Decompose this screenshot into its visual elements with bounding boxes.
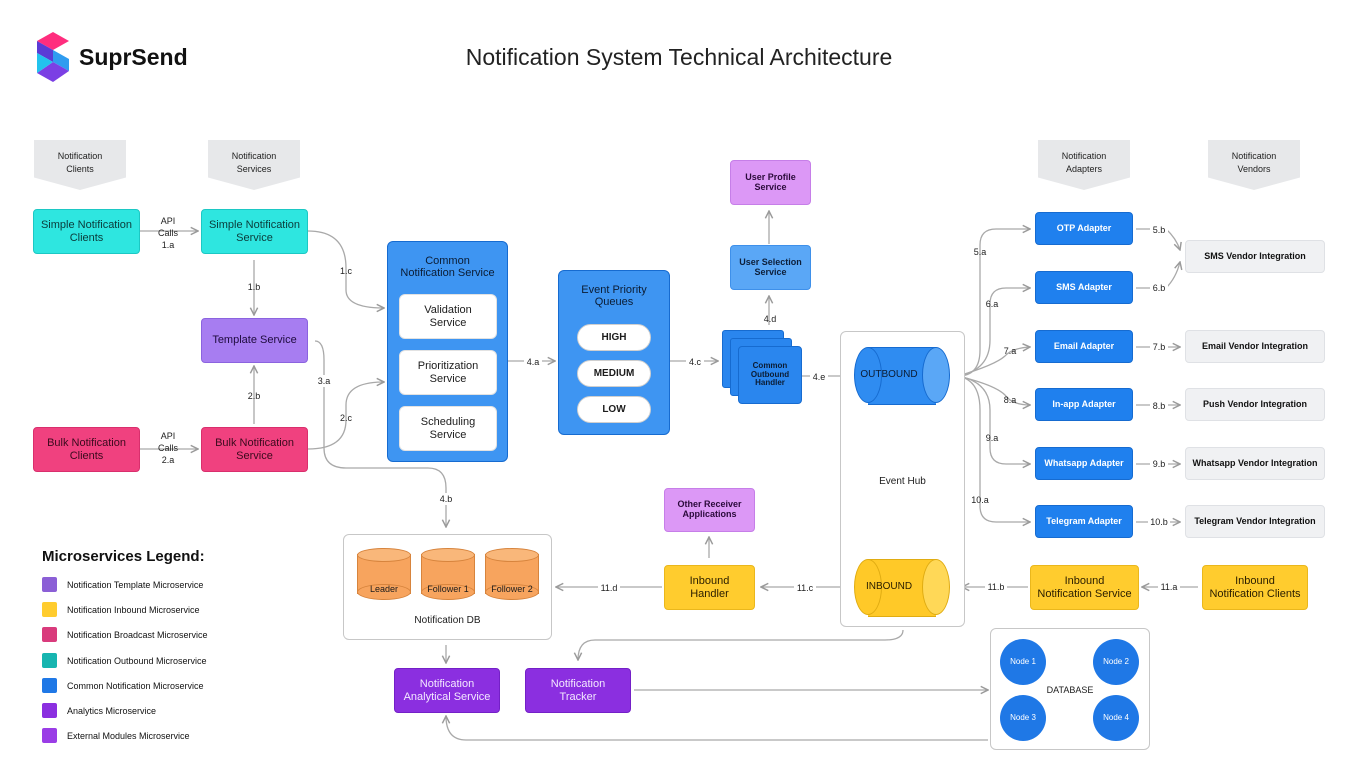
email-adapter: Email Adapter [1035, 330, 1133, 363]
queue-high: HIGH [577, 324, 651, 351]
email-vendor-integration: Email Vendor Integration [1185, 330, 1325, 363]
common-outbound-handler: Common Outbound Handler [738, 346, 802, 404]
queue-medium: MEDIUM [577, 360, 651, 387]
inbound-notification-service: Inbound Notification Service [1030, 565, 1139, 610]
outbound-label: OUTBOUND [860, 369, 918, 380]
db-leader: Leader [357, 548, 411, 600]
edge-label-11b: 11.b [985, 581, 1007, 594]
leader-label: Leader [369, 584, 399, 594]
db-node-3: Node 3 [1000, 695, 1046, 741]
inbound-queue: INBOUND [854, 559, 950, 617]
header-vendors: Notification Vendors [1208, 140, 1300, 190]
db-node-1: Node 1 [1000, 639, 1046, 685]
edge-label-9a: 9.a [985, 433, 999, 443]
legend-swatch [42, 677, 57, 693]
edge-label-4a: 4.a [524, 356, 542, 369]
user-selection-service: User Selection Service [730, 245, 811, 290]
bulk-notification-service: Bulk Notification Service [201, 427, 308, 472]
edge-label-4c: 4.c [686, 356, 704, 369]
edge-label-api-1a: API Calls 1.a [157, 216, 178, 251]
legend-item-label: External Modules Microservice [67, 731, 190, 742]
edge-label-4d: 4.d [763, 314, 777, 324]
simple-notification-clients: Simple Notification Clients [33, 209, 140, 254]
edge-label-8b: 8.b [1150, 400, 1168, 413]
bulk-notification-clients: Bulk Notification Clients [33, 427, 140, 472]
inapp-adapter: In-app Adapter [1035, 388, 1133, 421]
header-adapters: Notification Adapters [1038, 140, 1130, 190]
edge-label-api-2a: API Calls 2.a [157, 431, 178, 466]
legend-swatch [42, 627, 57, 643]
edge-label-9b: 9.b [1150, 458, 1168, 471]
notification-analytical-service: Notification Analytical Service [394, 668, 500, 713]
follower-2-label: Follower 2 [491, 584, 533, 594]
legend-title: Microservices Legend: [42, 548, 205, 565]
notification-tracker: Notification Tracker [525, 668, 631, 713]
common-service-title: Common Notification Service [400, 255, 495, 280]
edge-label-3a: 3.a [316, 375, 332, 388]
inbound-label: INBOUND [865, 581, 913, 592]
brand-name: SuprSend [79, 44, 188, 70]
queue-low: LOW [577, 396, 651, 423]
edge-label-7a: 7.a [1003, 346, 1017, 356]
whatsapp-vendor-integration: Whatsapp Vendor Integration [1185, 447, 1325, 480]
edge-label-4e: 4.e [810, 371, 828, 384]
inbound-notification-clients: Inbound Notification Clients [1202, 565, 1308, 610]
user-profile-service: User Profile Service [730, 160, 811, 205]
edge-label-4b: 4.b [437, 493, 455, 506]
follower-1-label: Follower 1 [427, 584, 469, 594]
scheduling-service: Scheduling Service [399, 406, 497, 451]
legend-item-label: Common Notification Microservice [67, 680, 204, 691]
validation-service: Validation Service [399, 294, 497, 339]
edge-label-5a: 5.a [973, 247, 987, 257]
template-service: Template Service [201, 318, 308, 363]
edge-label-6b: 6.b [1150, 282, 1168, 295]
whatsapp-adapter: Whatsapp Adapter [1035, 447, 1133, 480]
edge-label-11c: 11.c [794, 582, 816, 595]
edge-label-2b: 2.b [247, 391, 261, 401]
sms-adapter: SMS Adapter [1035, 271, 1133, 304]
queues-title: Event Priority Queues [581, 284, 647, 309]
outbound-queue: OUTBOUND [854, 347, 950, 405]
legend-item-label: Analytics Microservice [67, 706, 157, 716]
legend-item-label: Notification Outbound Microservice [67, 655, 207, 666]
edge-label-7b: 7.b [1150, 341, 1168, 354]
legend-swatch [42, 652, 57, 668]
edge-label-2c: 2.c [339, 413, 352, 423]
edge-label-10b: 10.b [1148, 516, 1170, 529]
legend-swatch [42, 602, 57, 618]
sms-vendor-integration: SMS Vendor Integration [1185, 240, 1325, 273]
edge-label-1b: 1.b [247, 282, 261, 292]
notification-db-label: Notification DB [414, 615, 481, 626]
db-follower-2: Follower 2 [485, 548, 539, 600]
other-receiver-applications: Other Receiver Applications [664, 488, 755, 532]
legend-item-label: Notification Broadcast Microservice [67, 630, 208, 641]
db-node-2: Node 2 [1093, 639, 1139, 685]
db-follower-1: Follower 1 [421, 548, 475, 600]
push-vendor-integration: Push Vendor Integration [1185, 388, 1325, 421]
inbound-handler: Inbound Handler [664, 565, 755, 610]
legend-item-label: Notification Inbound Microservice [67, 605, 200, 616]
db-node-4: Node 4 [1093, 695, 1139, 741]
telegram-adapter: Telegram Adapter [1035, 505, 1133, 538]
prioritization-service: Prioritization Service [399, 350, 497, 395]
legend-swatch [42, 703, 57, 718]
page-title: Notification System Technical Architectu… [465, 44, 893, 70]
edge-label-10a: 10.a [971, 495, 989, 505]
suprsend-logo-icon [37, 32, 69, 82]
database-label: DATABASE [1046, 685, 1094, 695]
edge-label-8a: 8.a [1003, 395, 1017, 405]
otp-adapter: OTP Adapter [1035, 212, 1133, 245]
edge-label-11d: 11.d [598, 582, 620, 595]
legend-swatch [42, 577, 57, 592]
edge-label-1c: 1.c [339, 266, 352, 276]
legend-swatch [42, 728, 57, 744]
edge-label-6a: 6.a [985, 299, 999, 309]
legend-item-label: Notification Template Microservice [67, 580, 204, 590]
event-hub-label: Event Hub [879, 476, 926, 487]
edge-label-11a: 11.a [1158, 581, 1180, 594]
telegram-vendor-integration: Telegram Vendor Integration [1185, 505, 1325, 538]
simple-notification-service: Simple Notification Service [201, 209, 308, 254]
edge-label-5b: 5.b [1150, 224, 1168, 237]
